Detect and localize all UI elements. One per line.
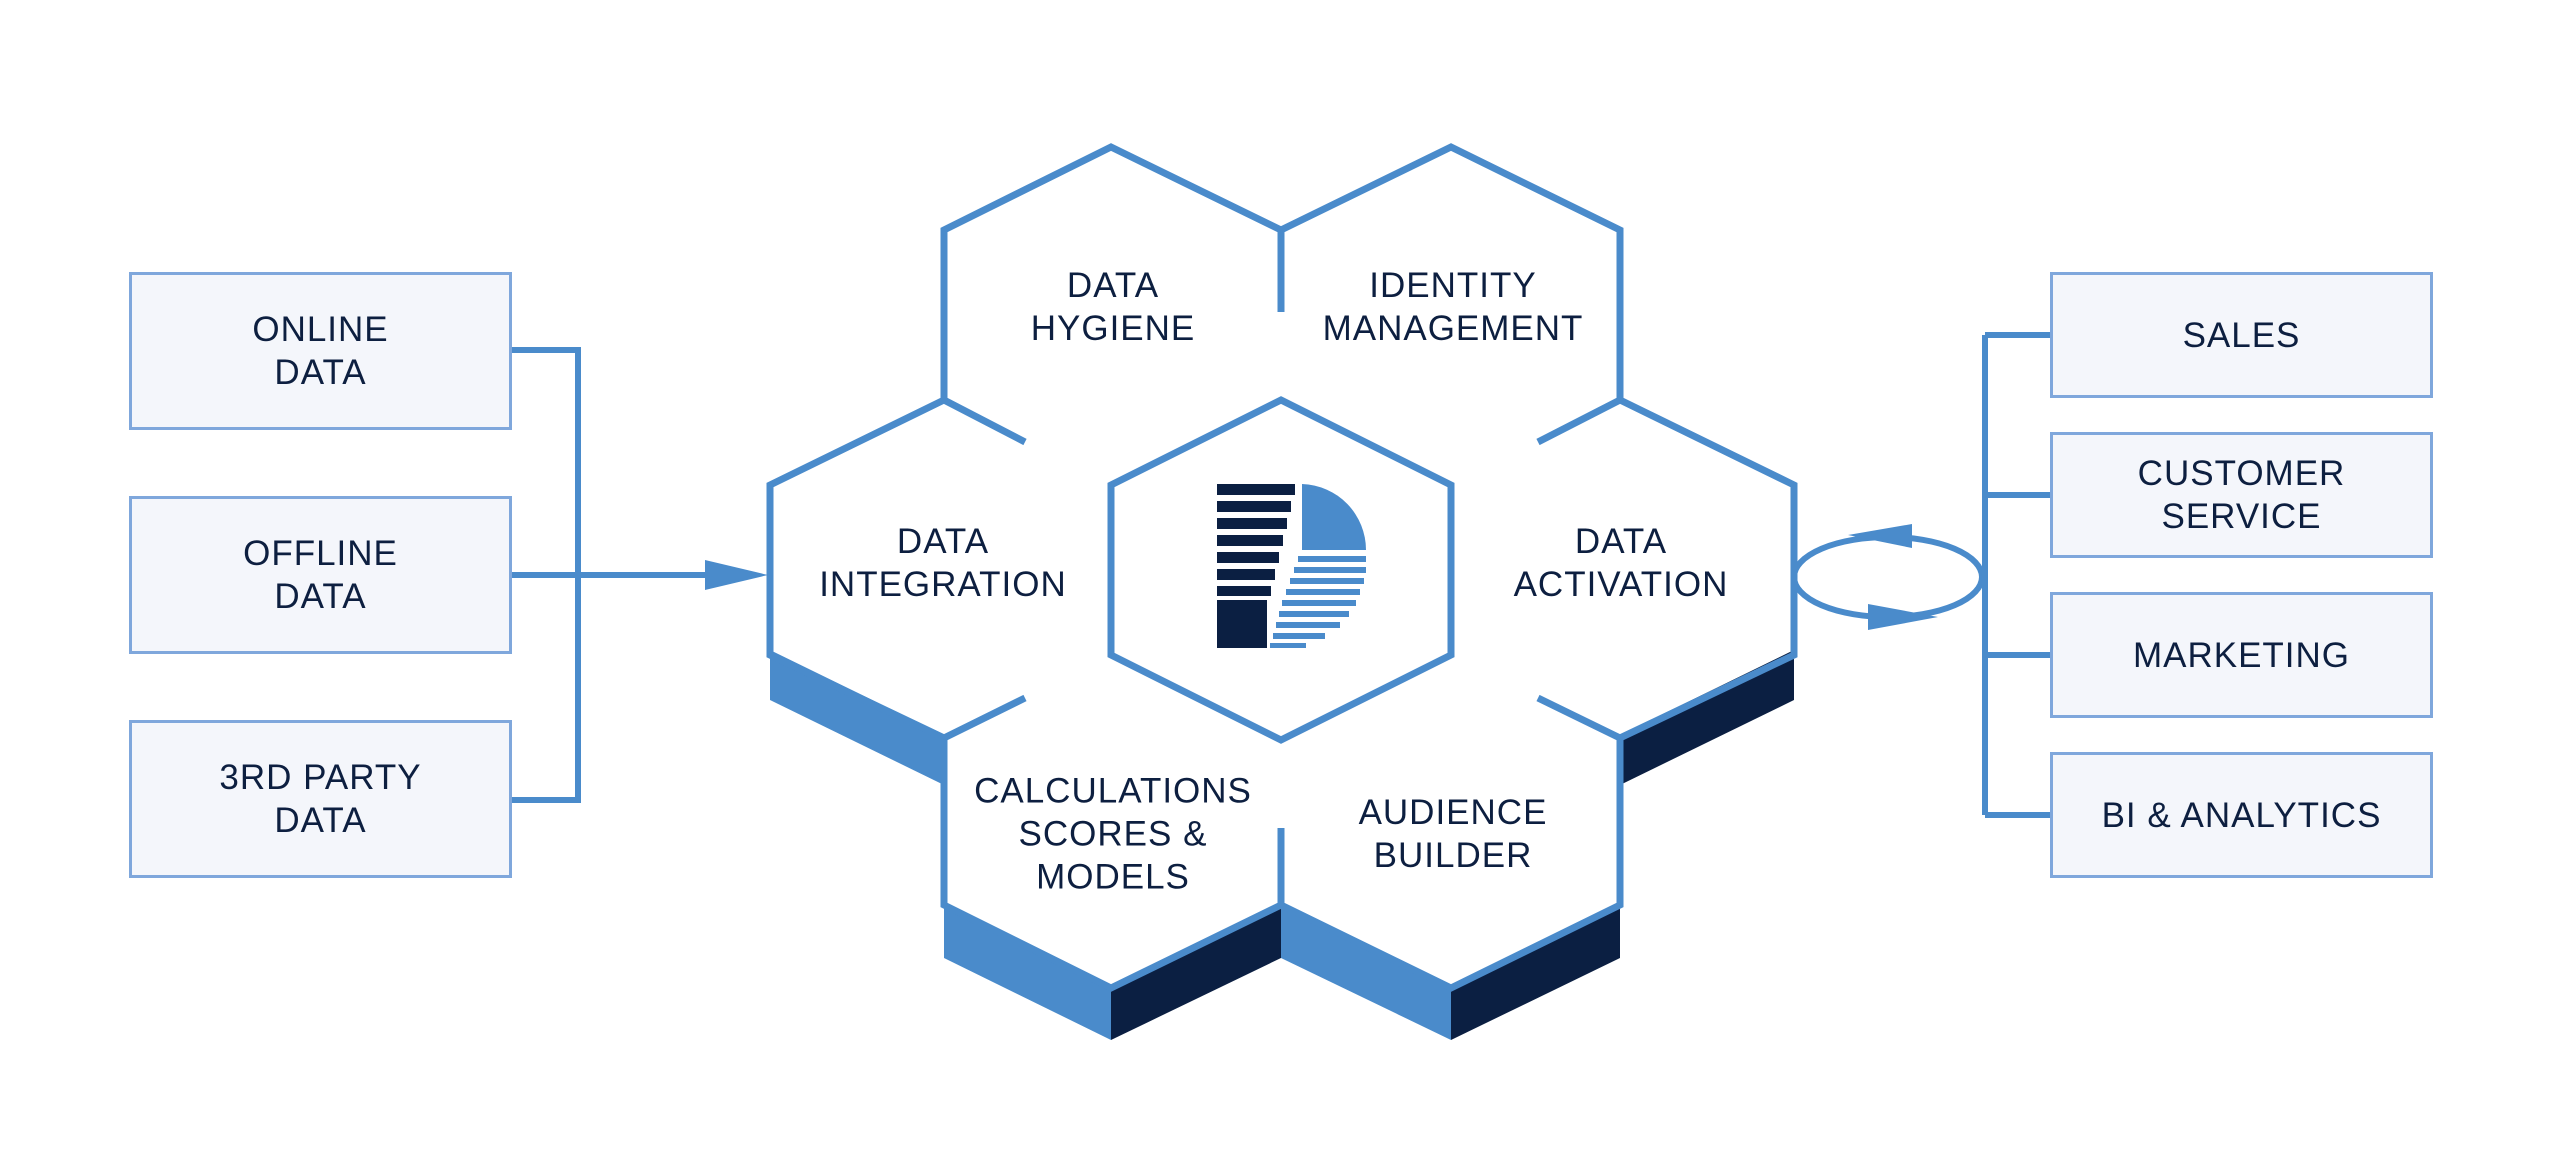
hex-label-audience-builder: AUDIENCE BUILDER: [1358, 793, 1548, 875]
logo-d-icon: [1217, 484, 1366, 648]
bottom-right-shadow-right: [1451, 905, 1620, 1040]
input-box-offline-data: OFFLINE DATA: [129, 496, 512, 654]
hex-label-data-integration: DATA INTEGRATION: [819, 522, 1067, 604]
hex-label-calculations-scores-models: CALCULATIONS SCORES & MODELS: [974, 771, 1252, 897]
output-connectors: [1982, 332, 2050, 818]
bottom-left-shadow-left: [944, 905, 1111, 1040]
arrow-right-icon: [705, 560, 768, 590]
hex-dividers: [942, 230, 1622, 905]
center-hexagon: [1107, 396, 1455, 744]
output-box-sales: SALES: [2050, 272, 2433, 398]
output-box-marketing: MARKETING: [2050, 592, 2433, 718]
output-box-customer-service: CUSTOMER SERVICE: [2050, 432, 2433, 558]
hex-shadows: [770, 650, 1794, 1040]
bottom-left-shadow-right: [1111, 905, 1281, 1040]
input-box-3rd-party-data: 3RD PARTY DATA: [129, 720, 512, 878]
mid-right-shadow: [1620, 650, 1794, 785]
hex-label-data-hygiene: DATA HYGIENE: [1030, 266, 1196, 348]
mid-left-shadow: [770, 650, 944, 785]
hex-label-identity-management: IDENTITY MANAGEMENT: [1322, 266, 1584, 348]
input-connectors: [512, 347, 710, 803]
bottom-right-shadow-left: [1281, 905, 1451, 1040]
input-box-online-data: ONLINE DATA: [129, 272, 512, 430]
output-box-bi-analytics: BI & ANALYTICS: [2050, 752, 2433, 878]
honeycomb-outline: [766, 143, 1798, 992]
hex-label-data-activation: DATA ACTIVATION: [1513, 522, 1729, 604]
sync-cycle-icon: [1791, 524, 1985, 630]
